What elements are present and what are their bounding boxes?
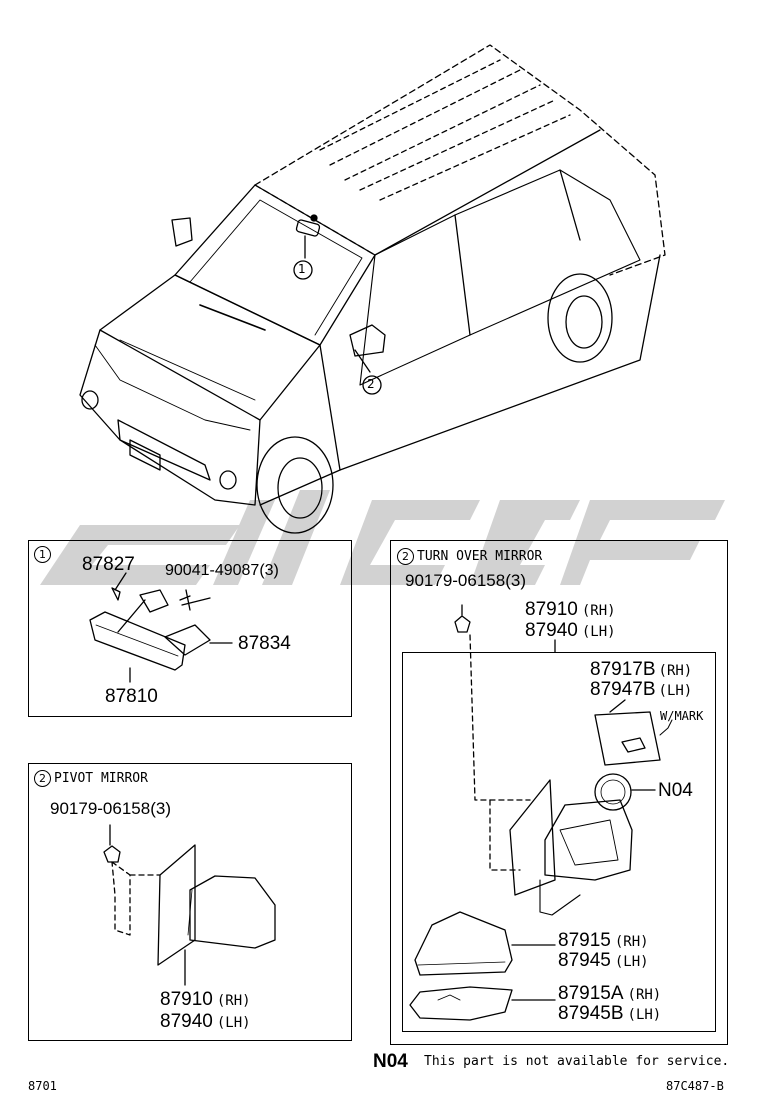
- footer-note-text: This part is not available for service.: [424, 1054, 730, 1069]
- footer-left-code: 8701: [28, 1079, 57, 1093]
- part-87915A: 87915A(RH): [558, 983, 662, 1004]
- inner-mirror-parts: [89, 572, 233, 683]
- part-87910-turnover: 87910(RH): [525, 599, 616, 620]
- part-87945: 87945(LH): [558, 950, 649, 971]
- part-87915: 87915(RH): [558, 930, 649, 951]
- inner-mirror-callout: 1: [34, 546, 54, 563]
- footer-right-code: 87C487-B: [666, 1079, 724, 1093]
- part-87947B: 87947B(LH): [590, 679, 693, 700]
- turnover-mirror-parts: [409, 604, 673, 1021]
- part-87827: 87827: [82, 554, 135, 575]
- callout-2: 2: [367, 377, 375, 391]
- part-87810: 87810: [105, 686, 158, 707]
- part-87940-turnover: 87940(LH): [525, 620, 616, 641]
- part-87940-pivot: 87940(LH): [160, 1011, 251, 1032]
- part-90041-49087: 90041-49087(3): [165, 562, 279, 579]
- part-87917B: 87917B(RH): [590, 659, 693, 680]
- part-90179-06158-pivot: 90179-06158(3): [50, 799, 171, 818]
- part-N04: N04: [658, 780, 693, 801]
- footer-note-code: N04: [373, 1051, 408, 1072]
- turnover-mirror-panel: [390, 540, 728, 1045]
- pivot-mirror-parts: [103, 824, 276, 986]
- part-87945B: 87945B(LH): [558, 1003, 662, 1024]
- callout-1: 1: [298, 262, 306, 276]
- part-87834: 87834: [238, 633, 291, 654]
- part-90179-06158-turnover: 90179-06158(3): [405, 571, 526, 590]
- turnover-mirror-inner-frame: [402, 652, 716, 1032]
- inner-mirror-panel: [28, 540, 352, 717]
- w-mark-label: W/MARK: [660, 709, 704, 723]
- pivot-mirror-panel: [28, 763, 352, 1041]
- part-87910-pivot: 87910(RH): [160, 989, 251, 1010]
